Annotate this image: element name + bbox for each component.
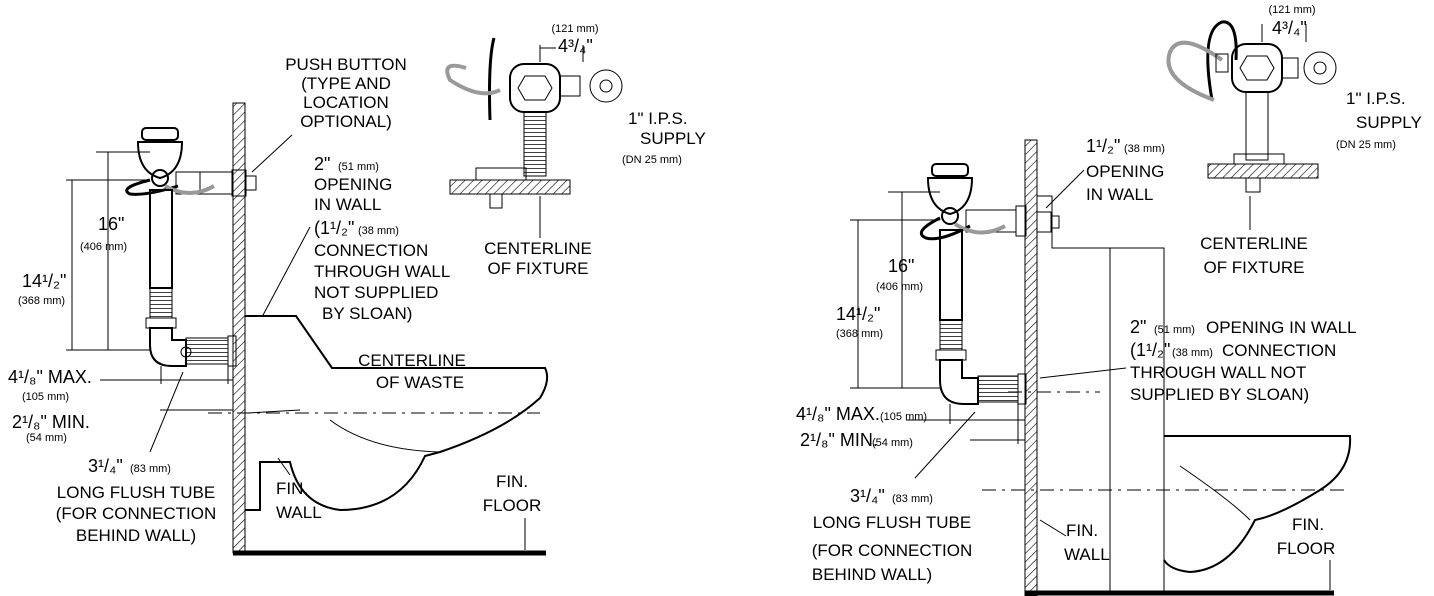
right-flush-tube-4: BEHIND WALL)	[812, 565, 932, 584]
right-flushometer	[919, 163, 1060, 405]
right-diagram: (121 mm) 4³/₄" 1" I.P.S. SUPPLY (DN 25 m…	[796, 4, 1422, 596]
left-labels: PUSH BUTTON (TYPE AND LOCATION OPTIONAL)…	[8, 23, 706, 545]
left-push-button-label-3: LOCATION	[303, 93, 389, 112]
right-centerline-fixture-1: CENTERLINE	[1200, 234, 1308, 253]
right-min: 2¹/₈" MIN.	[800, 430, 878, 450]
right-opening-small-2: OPENING	[1086, 162, 1164, 181]
right-centerline-fixture-2: OF FIXTURE	[1203, 258, 1304, 277]
right-dim-368: (368 mm)	[836, 328, 883, 340]
left-opening-38mm: (38 mm)	[358, 225, 399, 237]
right-valve-detail	[1166, 20, 1337, 230]
right-opening-51mm: (51 mm)	[1154, 324, 1195, 336]
left-max-mm: (105 mm)	[22, 391, 69, 403]
right-opening-38mm: (38 mm)	[1172, 347, 1213, 359]
right-opening-small-3: IN WALL	[1086, 185, 1153, 204]
right-opening-2in: 2"	[1130, 317, 1146, 337]
right-opening-connection: CONNECTION	[1222, 341, 1336, 360]
left-fin-floor-2: FLOOR	[483, 496, 542, 515]
right-labels: (121 mm) 4³/₄" 1" I.P.S. SUPPLY (DN 25 m…	[796, 4, 1422, 584]
right-dim-406: (406 mm)	[876, 281, 923, 293]
left-opening-not: NOT SUPPLIED	[314, 283, 438, 302]
right-panel-outline	[1037, 195, 1165, 593]
right-urinal	[1163, 435, 1352, 574]
right-max-mm: (105 mm)	[880, 411, 927, 423]
left-opening-connection: CONNECTION	[314, 241, 428, 260]
right-fin-floor-1: FIN.	[1292, 515, 1324, 534]
left-dimensions	[66, 134, 526, 550]
left-centerline-waste-1: CENTERLINE	[358, 351, 466, 370]
left-centerline-fixture-1: CENTERLINE	[484, 239, 592, 258]
left-supply-3: (DN 25 mm)	[622, 154, 682, 166]
left-valve-detail	[445, 37, 623, 238]
left-centerline-fixture-2: OF FIXTURE	[487, 259, 588, 278]
left-opening-2in: 2"	[314, 154, 330, 174]
left-fin-wall-1: FIN.	[276, 479, 308, 498]
right-min-mm: (54 mm)	[872, 437, 913, 449]
left-flush-tube-dim: 3¹/₄"	[88, 456, 123, 476]
left-opening-112: (1¹/₂"	[314, 218, 354, 238]
left-flushometer	[125, 127, 257, 367]
right-dim-14-1-2: 14¹/₂"	[836, 304, 880, 324]
right-opening-112: (1¹/₂"	[1130, 340, 1170, 360]
left-diagram: PUSH BUTTON (TYPE AND LOCATION OPTIONAL)…	[8, 23, 706, 556]
left-dim-4-3-4: 4³/₄"	[558, 36, 593, 56]
right-flush-tube-dim: 3¹/₄"	[850, 486, 885, 506]
left-push-button-label-1: PUSH BUTTON	[285, 55, 407, 74]
left-urinal	[245, 315, 549, 512]
right-flush-tube-mm: (83 mm)	[892, 493, 933, 505]
left-dim-121mm: (121 mm)	[551, 23, 598, 35]
right-dim-16: 16"	[888, 256, 914, 276]
right-opening-through: THROUGH WALL NOT	[1130, 363, 1306, 382]
right-flush-tube-3: (FOR CONNECTION	[812, 541, 973, 560]
right-max: 4¹/₈" MAX.	[796, 404, 880, 424]
right-supply-2: SUPPLY	[1356, 113, 1422, 132]
left-dim-16: 16"	[98, 214, 124, 234]
left-push-button-label-4: OPTIONAL)	[300, 112, 392, 131]
right-fin-wall-2: WALL	[1064, 545, 1110, 564]
left-flush-tube-4: BEHIND WALL)	[76, 526, 196, 545]
right-flush-tube-2: LONG FLUSH TUBE	[813, 513, 971, 532]
left-flush-tube-mm: (83 mm)	[130, 463, 171, 475]
right-dim-121mm: (121 mm)	[1268, 4, 1315, 16]
right-supply-1: 1" I.P.S.	[1346, 89, 1406, 108]
right-supply-3: (DN 25 mm)	[1336, 139, 1396, 151]
left-opening-word: OPENING	[314, 175, 392, 194]
right-dimensions	[850, 169, 1331, 590]
right-dim-4-3-4: 4³/₄"	[1272, 18, 1307, 38]
left-min: 2¹/₈" MIN.	[12, 412, 90, 432]
right-opening-in-wall: OPENING IN WALL	[1206, 318, 1357, 337]
left-centerline-waste-2: OF WASTE	[376, 373, 464, 392]
left-dim-368: (368 mm)	[18, 295, 65, 307]
right-opening-small-1: 1¹/₂"	[1086, 136, 1120, 156]
left-flush-tube-3: (FOR CONNECTION	[56, 504, 217, 523]
left-opening-by: BY SLOAN)	[322, 304, 412, 323]
left-supply-1: 1" I.P.S.	[628, 109, 688, 128]
right-opening-small-mm: (38 mm)	[1124, 143, 1165, 155]
left-dim-14-1-2: 14¹/₂"	[22, 271, 66, 291]
right-opening-supplied: SUPPLIED BY SLOAN)	[1130, 385, 1309, 404]
left-flush-tube-2: LONG FLUSH TUBE	[57, 483, 215, 502]
right-fin-floor-2: FLOOR	[1277, 539, 1336, 558]
left-opening-51mm: (51 mm)	[338, 161, 379, 173]
left-dim-406: (406 mm)	[80, 241, 127, 253]
left-fin-wall-2: WALL	[276, 503, 322, 522]
right-fin-wall-1: FIN.	[1066, 521, 1098, 540]
left-opening-through: THROUGH WALL	[314, 262, 450, 281]
left-fin-floor-1: FIN.	[496, 472, 528, 491]
left-push-button-label-2: (TYPE AND	[301, 74, 391, 93]
left-min-mm: (54 mm)	[26, 432, 67, 444]
left-max: 4¹/₈" MAX.	[8, 367, 92, 387]
right-wall	[1024, 139, 1038, 596]
left-supply-2: SUPPLY	[640, 129, 706, 148]
left-opening-inwall: IN WALL	[314, 195, 381, 214]
